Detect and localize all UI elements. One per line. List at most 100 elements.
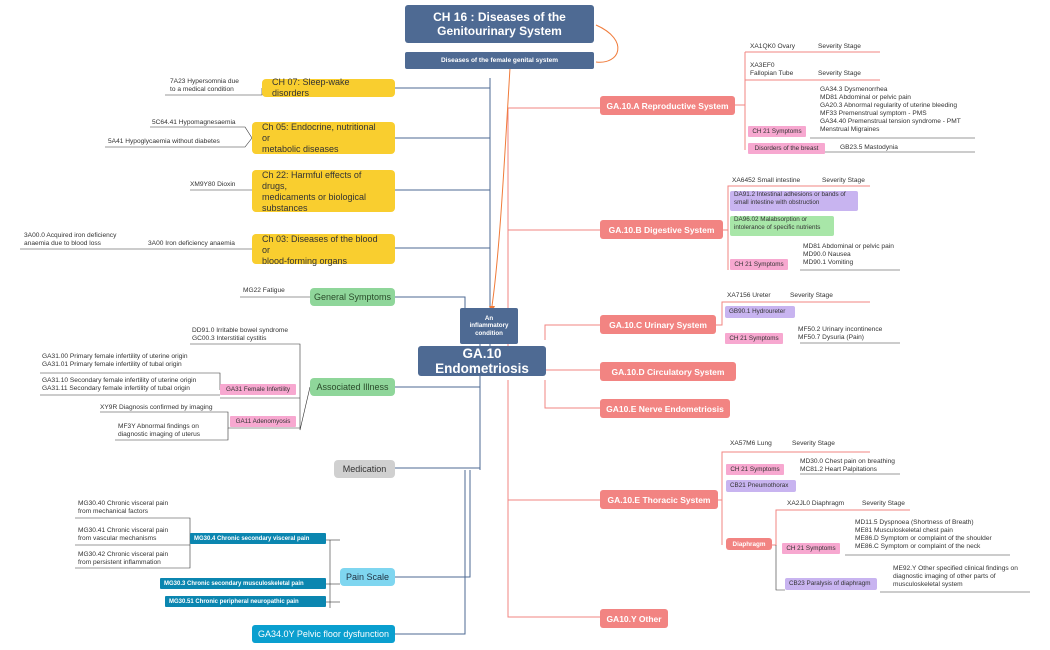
repro-symptom-3: GA20.3 Abnormal regularity of uterine bl… (820, 102, 958, 109)
intestinal-adhesions-tag: DA91.2 Intestinal adhesions or bands of … (730, 191, 858, 211)
urinary-symptom-2: MF50.7 Dysuria (Pain) (798, 334, 864, 341)
visceral-note-3a: MG30.42 Chronic visceral pain (78, 551, 169, 558)
repro-symptom-4: MF33 Premenstrual symptom - PMS (820, 110, 927, 117)
repro-symptom-2: MD81 Abdominal or pelvic pain (820, 94, 911, 101)
pneumothorax-tag: CB21 Pneumothorax (726, 480, 796, 492)
digestive-system-topic: GA.10.B Digestive System (600, 220, 723, 239)
repro-ovary-severity: Severity Stage (818, 43, 861, 50)
diaphragm-symptom-1: MD11.5 Dyspnoea (Shortness of Breath) (855, 519, 974, 526)
adenomyosis-tag: GA11 Adenomyosis (230, 416, 296, 427)
blood-note-2a: 3A00.0 Acquired iron deficiency (24, 232, 117, 239)
adhesions-line1: DA91.2 Intestinal adhesions or bands of (734, 191, 846, 198)
drugs-note-1: XM9Y80 Dioxin (190, 181, 236, 188)
blood-label-line1: Ch 03: Diseases of the blood or (262, 234, 378, 255)
chapter-title-line2: Genitourinary System (437, 24, 562, 38)
repro-symptom-6: Menstrual Migraines (820, 126, 880, 133)
urinary-symptom-1: MF50.2 Urinary incontinence (798, 326, 883, 333)
nerve-endometriosis-topic: GA10.E Nerve Endometriosis (600, 399, 730, 418)
hydroureter-tag: GB90.1 Hydroureter (725, 306, 795, 318)
thoracic-lung: XA57M6 Lung (730, 440, 772, 447)
medication-topic: Medication (334, 460, 395, 478)
inflammatory-condition-box: An inflammatory condition (460, 308, 518, 344)
urinary-severity: Severity Stage (790, 292, 833, 299)
diaphragm-severity: Severity Stage (862, 500, 905, 507)
drugs-label-line1: Ch 22: Harmful effects of drugs, (262, 170, 362, 191)
adenomyosis-note-1: XY9R Diagnosis confirmed by imaging (100, 404, 213, 411)
paralysis-note-3: musculoskeletal system (893, 581, 963, 588)
endocrine-note-2: 5A41 Hypoglycaemia without diabetes (108, 138, 220, 145)
infertility-note-2: GA31.01 Primary female infertility of tu… (42, 361, 182, 368)
diaphragm-symptom-3: ME86.D Symptom or complaint of the shoul… (855, 535, 992, 542)
drugs-label-line3: substances (262, 203, 308, 213)
general-symptoms-topic: General Symptoms (310, 288, 395, 306)
paralysis-note-2: diagnostic imaging of other parts of (893, 573, 996, 580)
endocrine-label-line1: Ch 05: Endocrine, nutritional or (262, 122, 376, 143)
repro-symptom-5: GA34.40 Premenstrual tension syndrome - … (820, 118, 961, 125)
repro-fallopian-severity: Severity Stage (818, 70, 861, 77)
digest-ch21-tag: CH 21 Symptoms (730, 259, 788, 270)
sleep-note-line2: to a medical condition (170, 86, 234, 93)
digest-small-intestine: XA6452 Small intestine (732, 177, 801, 184)
repro-ovary: XA1QK0 Ovary (750, 43, 796, 50)
subtitle-box: Diseases of the female genital system (405, 52, 594, 69)
urinary-ureter: XA7156 Ureter (727, 292, 771, 299)
lung-symptom-2: MC81.2 Heart Palpitations (800, 466, 877, 473)
adenomyosis-note-2b: diagnostic imaging of uterus (118, 431, 201, 438)
diaphragm-code: XA2JL0 Diaphragm (787, 500, 845, 507)
visceral-pain-tag: MG30.4 Chronic secondary visceral pain (190, 533, 326, 544)
urinary-system-topic: GA.10.C Urinary System (600, 315, 716, 334)
general-note-1: MG22 Fatigue (243, 287, 285, 294)
central-topic: GA.10 Endometriosis (418, 346, 546, 376)
blood-note-1: 3A00 Iron deficiency anaemia (148, 240, 235, 247)
thoracic-lung-severity: Severity Stage (792, 440, 835, 447)
neuropathic-pain-tag: MG30.51 Chronic peripheral neuropathic p… (165, 596, 326, 607)
thoracic-ch21-tag: CH 21 Symptoms (726, 464, 784, 475)
repro-fallopian-code: XA3EF0 (750, 62, 775, 69)
visceral-note-3b: from persistent inflammation (78, 559, 161, 566)
musculoskeletal-pain-tag: MG30.3 Chronic secondary musculoskeletal… (160, 578, 326, 589)
adhesions-line2: small intestine with obstruction (734, 198, 820, 206)
diaphragm-paralysis-tag: CB23 Paralysis of diaphragm (785, 578, 877, 590)
thoracic-system-topic: GA.10.E Thoracic System (600, 490, 718, 509)
blood-note-2b: anaemia due to blood loss (24, 240, 101, 247)
circulatory-system-topic: GA.10.D Circulatory System (600, 362, 736, 381)
inflammatory-line3: condition (475, 329, 503, 337)
sleep-note-line1: 7A23 Hypersomnia due (170, 78, 239, 85)
visceral-note-2a: MG30.41 Chronic visceral pain (78, 527, 169, 534)
blood-topic: Ch 03: Diseases of the blood or blood-fo… (252, 234, 395, 266)
digest-symptom-2: MD90.0 Nausea (803, 251, 851, 258)
endocrine-topic: Ch 05: Endocrine, nutritional or metabol… (252, 122, 395, 154)
paralysis-note-1: ME92.Y Other specified clinical findings… (893, 565, 1018, 572)
assoc-note-ibs: DD91.0 Irritable bowel syndrome (192, 327, 289, 334)
visceral-note-1b: from mechanical factors (78, 508, 148, 515)
urinary-ch21-tag: CH 21 Symptoms (725, 333, 783, 344)
digest-severity: Severity Stage (822, 177, 865, 184)
chapter-title-line1: CH 16 : Diseases of the (433, 10, 566, 24)
diaphragm-symptom-4: ME86.C Symptom or complaint of the neck (855, 543, 981, 550)
repro-symptom-1: GA34.3 Dysmenorrhea (820, 86, 888, 93)
drugs-label-line2: medicaments or biological (262, 192, 367, 202)
associated-illness-topic: Associated Illness (310, 378, 395, 396)
lung-symptom-1: MD30.0 Chest pain on breathing (800, 458, 895, 465)
endocrine-note-1: 5C64.41 Hypomagnesaemia (152, 119, 236, 126)
infertility-note-1: GA31.00 Primary female infertility of ut… (42, 353, 188, 360)
inflammatory-line1: An (484, 314, 494, 322)
endocrine-label-line2: metabolic diseases (262, 144, 339, 154)
other-topic: GA10.Y Other (600, 609, 668, 628)
female-infertility-tag: GA31 Female Infertility (220, 384, 296, 395)
pelvic-floor-topic: GA34.0Y Pelvic floor dysfunction (252, 625, 395, 643)
blood-label-line2: blood-forming organs (262, 256, 348, 266)
diaphragm-symptom-2: ME81 Musculoskeletal chest pain (855, 527, 953, 534)
reproductive-system-topic: GA.10.A Reproductive System (600, 96, 735, 115)
breast-disorders-tag: Disorders of the breast (748, 143, 825, 154)
repro-fallopian-name: Fallopian Tube (750, 70, 794, 77)
digest-symptom-1: MD81 Abdominal or pelvic pain (803, 243, 894, 250)
adenomyosis-note-2a: MF3Y Abnormal findings on (118, 423, 199, 430)
repro-ch21-tag: CH 21 Symptoms (748, 126, 806, 137)
infertility-note-4: GA31.11 Secondary female infertility of … (42, 385, 190, 392)
breast-symptom: GB23.5 Mastodynia (840, 144, 898, 151)
chapter-title: CH 16 : Diseases of the Genitourinary Sy… (405, 5, 594, 43)
pain-scale-topic: Pain Scale (340, 568, 395, 586)
diaphragm-tag: Diaphragm (726, 538, 772, 550)
